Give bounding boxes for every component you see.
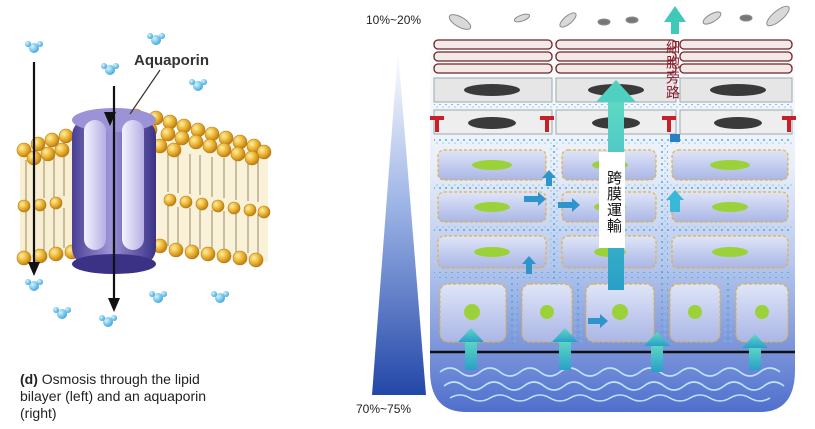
skin-flakes [448, 5, 790, 30]
aquaporin-channel [72, 108, 156, 274]
figure-caption: (d) Osmosis through the lipid bilayer (l… [20, 371, 320, 422]
top-water-percent: 10%~20% [366, 13, 422, 27]
tight-junctions [430, 116, 796, 132]
transmembrane-arrow-head [596, 80, 636, 102]
transmembrane-transport-label: 跨膜運輸 [599, 152, 625, 248]
stratum-corneum [433, 39, 793, 74]
aquaporin-label: Aquaporin [134, 52, 209, 69]
caption-prefix: (d) [20, 371, 38, 387]
aquaporin-leader-line [129, 69, 161, 115]
water-molecules [25, 33, 229, 327]
water-gradient-triangle [372, 50, 426, 395]
caption-line-1: Osmosis through the lipid [41, 371, 200, 387]
caption-line-3: (right) [20, 405, 57, 421]
stratum-granulosum [433, 77, 793, 135]
dermis-fibers [439, 367, 785, 402]
skin-section [430, 5, 796, 412]
paracellular-pathway-label: 細胞旁路 [664, 40, 680, 100]
caption-line-2: bilayer (left) and an aquaporin [20, 388, 207, 404]
bottom-water-percent: 70%~75% [356, 402, 412, 416]
basale-nuclei [464, 304, 769, 320]
osmosis-arrows [28, 62, 120, 312]
